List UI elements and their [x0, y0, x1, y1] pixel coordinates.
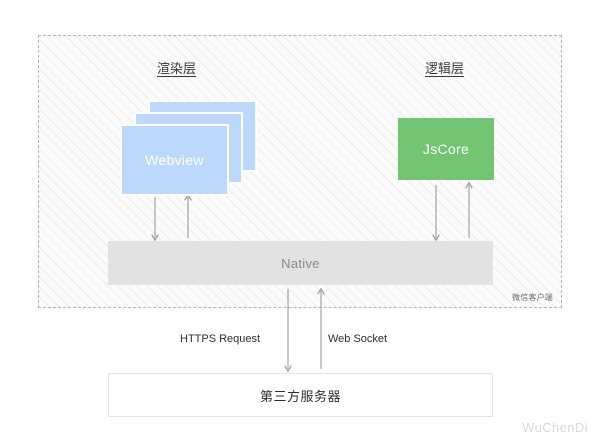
- third-party-server-box: 第三方服务器: [108, 373, 493, 417]
- third-party-server-label: 第三方服务器: [259, 388, 341, 404]
- render-layer-title: 渲染层: [157, 61, 197, 76]
- https-request-label: HTTPS Request: [180, 333, 261, 345]
- jscore-box: JsCore: [398, 118, 494, 180]
- web-socket-label: Web Socket: [328, 333, 388, 345]
- jscore-label: JsCore: [422, 141, 470, 157]
- watermark: WuChenDi: [522, 420, 588, 435]
- webview-card-front: Webview: [120, 124, 229, 196]
- native-label: Native: [281, 255, 320, 271]
- webview-stack: Webview: [120, 100, 260, 196]
- webview-label: Webview: [145, 152, 204, 168]
- logic-layer-title: 逻辑层: [425, 61, 465, 76]
- native-bar: Native: [108, 241, 493, 285]
- wechat-client-label: 微信客户端: [512, 293, 553, 302]
